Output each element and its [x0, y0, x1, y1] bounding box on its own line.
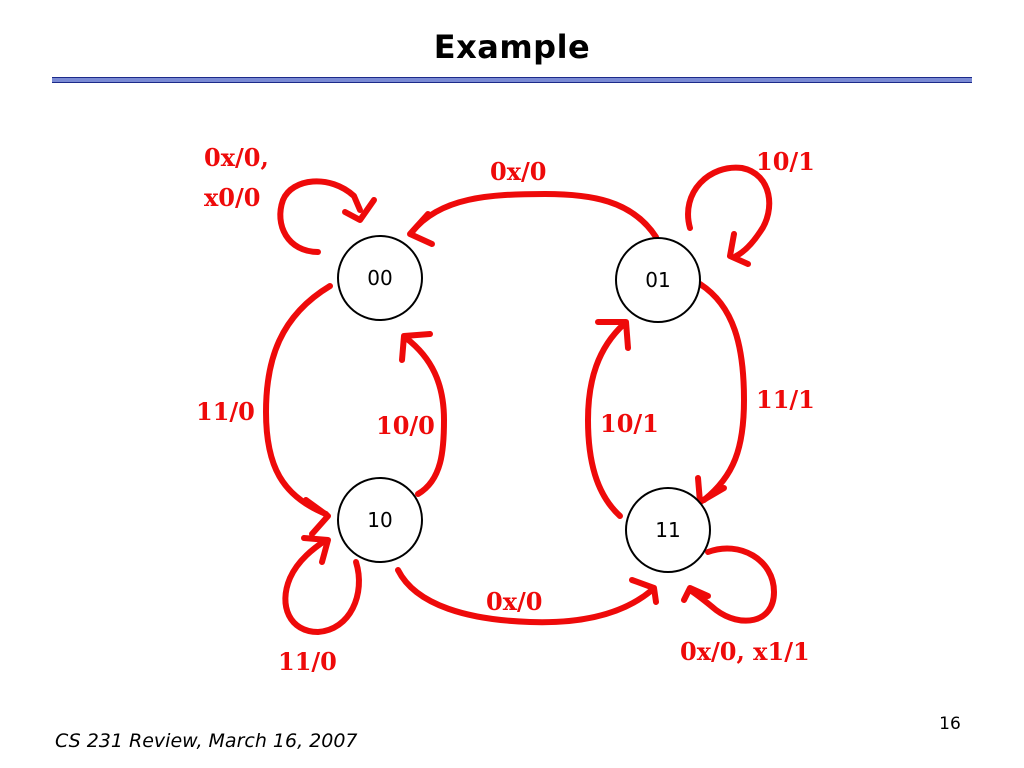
arrowhead-01-loop	[727, 231, 751, 267]
arrowhead-01-to-00	[407, 211, 435, 247]
transition-01-to-00: 0x/0	[407, 157, 659, 247]
edge-self-loop-10	[282, 537, 362, 635]
arrowhead-10-to-00	[399, 331, 433, 363]
footer-text: CS 231 Review, March 16, 2007	[55, 730, 358, 752]
edge-label-11-loop: 0x/0, x1/1	[680, 637, 810, 666]
arrowhead-00-loop	[342, 197, 377, 223]
edge-self-loop-11	[687, 545, 777, 624]
edge-label-11-to-01: 10/1	[600, 409, 659, 438]
state-00: 00	[337, 235, 423, 321]
arrowhead-10-to-11	[629, 577, 659, 605]
state-circle-10	[337, 477, 423, 563]
transition-10-to-10: 11/0	[278, 535, 362, 676]
page-number: 16	[939, 714, 961, 734]
transition-00-to-10: 11/0	[196, 283, 333, 537]
edge-01-to-00	[409, 191, 659, 240]
arrowhead-10-loop	[301, 535, 331, 565]
state-label-00: 00	[367, 266, 392, 290]
state-circle-00	[337, 235, 423, 321]
state-label-01: 01	[645, 268, 670, 292]
edge-label-10-loop: 11/0	[278, 647, 337, 676]
edge-10-to-00	[403, 335, 447, 497]
edge-10-to-11	[395, 567, 655, 626]
transition-11-to-01: 10/1	[585, 319, 659, 519]
state-10: 10	[337, 477, 423, 563]
slide-title: Example	[433, 28, 591, 66]
title-divider	[52, 77, 972, 83]
state-01: 01	[615, 237, 701, 323]
edge-label-01-to-11: 11/1	[756, 385, 815, 414]
edge-11-to-01	[585, 321, 627, 519]
edge-label-00-loop-line1: 0x/0,	[204, 143, 269, 172]
state-label-11: 11	[655, 518, 680, 542]
edge-label-00-loop-line2: x0/0	[204, 183, 260, 212]
transition-10-to-11: 0x/0	[395, 567, 659, 626]
edge-label-01-to-00: 0x/0	[490, 157, 546, 186]
edge-label-01-loop: 10/1	[756, 147, 815, 176]
edge-label-10-to-00: 10/0	[376, 411, 435, 440]
edge-self-loop-00	[277, 178, 363, 255]
edge-label-10-to-11: 0x/0	[486, 587, 542, 616]
arrowhead-00-to-10	[303, 497, 331, 537]
arrowhead-11-to-01	[595, 319, 631, 351]
edge-01-to-11	[697, 281, 747, 503]
edge-00-to-10	[263, 283, 333, 517]
state-11: 11	[625, 487, 711, 573]
transition-01-to-11: 11/1	[695, 281, 815, 505]
edge-label-00-to-10: 11/0	[196, 397, 255, 426]
transition-01-to-01: 10/1	[685, 147, 815, 267]
state-label-10: 10	[367, 508, 392, 532]
edge-self-loop-01	[685, 164, 773, 259]
transition-00-to-00: 0x/0, x0/0	[204, 143, 377, 255]
arrowhead-11-loop	[681, 585, 711, 603]
state-circle-11	[625, 487, 711, 573]
transition-11-to-11: 0x/0, x1/1	[680, 545, 810, 666]
state-circle-01	[615, 237, 701, 323]
transition-10-to-00: 10/0	[376, 331, 447, 497]
